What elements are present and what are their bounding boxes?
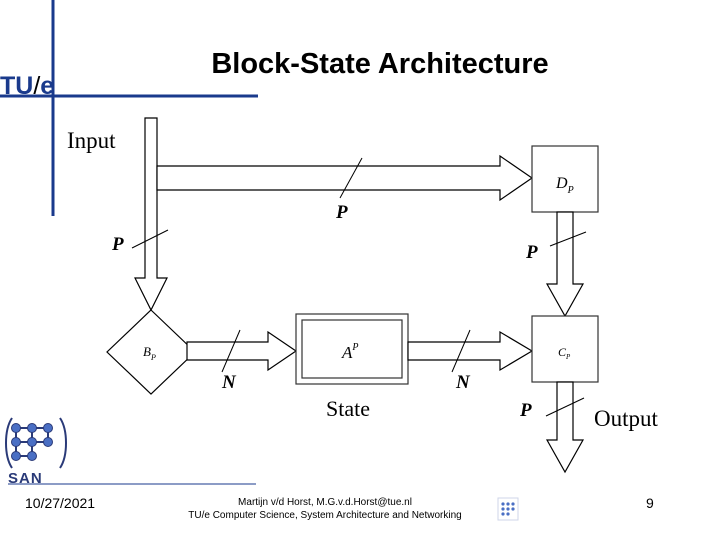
dp-to-cp-arrow — [545, 211, 585, 318]
output-label: Output — [594, 406, 658, 431]
ap-label: AP — [341, 342, 359, 362]
footer-author: Martijn v/d Horst, M.G.v.d.Horst@tue.nl — [238, 497, 412, 508]
footer-san-logo — [497, 497, 519, 521]
slide-title: Block-State Architecture — [211, 48, 549, 80]
ap-block-inner — [301, 319, 403, 379]
slash-output-p — [545, 397, 585, 417]
output-arrow — [545, 381, 585, 474]
bp-to-ap-arrow — [186, 330, 298, 372]
footer-date: 10/27/2021 — [25, 495, 96, 511]
ap-to-cp-arrow — [407, 330, 534, 372]
logo-slash: / — [33, 72, 41, 100]
bus-label-top-p: P — [335, 202, 348, 223]
slash-left-n — [221, 329, 241, 373]
bus-label-left-p: P — [111, 234, 124, 255]
input-to-dp-arrow — [156, 154, 534, 202]
cp-label: CP — [558, 345, 571, 361]
slash-left-p — [131, 229, 169, 249]
slash-right-n — [451, 329, 471, 373]
cp-block — [531, 315, 599, 383]
state-label: State — [326, 396, 370, 421]
bus-label-left-n: N — [221, 372, 237, 393]
bus-label-right-n: N — [455, 372, 471, 393]
dp-label: DP — [555, 175, 574, 196]
dp-block — [531, 145, 599, 213]
page-number: 9 — [646, 495, 654, 511]
bus-label-output-p: P — [519, 400, 532, 421]
logo-e: e — [40, 72, 55, 100]
slash-right-p — [549, 231, 587, 247]
footer-credits: Martijn v/d Horst, M.G.v.d.Horst@tue.nl … — [170, 496, 480, 522]
bus-label-right-p: P — [525, 242, 538, 263]
bp-diamond — [106, 309, 196, 395]
footer-affiliation: TU/e Computer Science, System Architectu… — [188, 510, 462, 521]
san-logo — [5, 417, 67, 469]
input-down-arrow — [134, 117, 168, 312]
bp-label: BP — [143, 344, 156, 362]
san-logo-text: SAN — [8, 470, 43, 487]
slash-top-p — [339, 157, 363, 199]
input-label: Input — [67, 128, 116, 153]
